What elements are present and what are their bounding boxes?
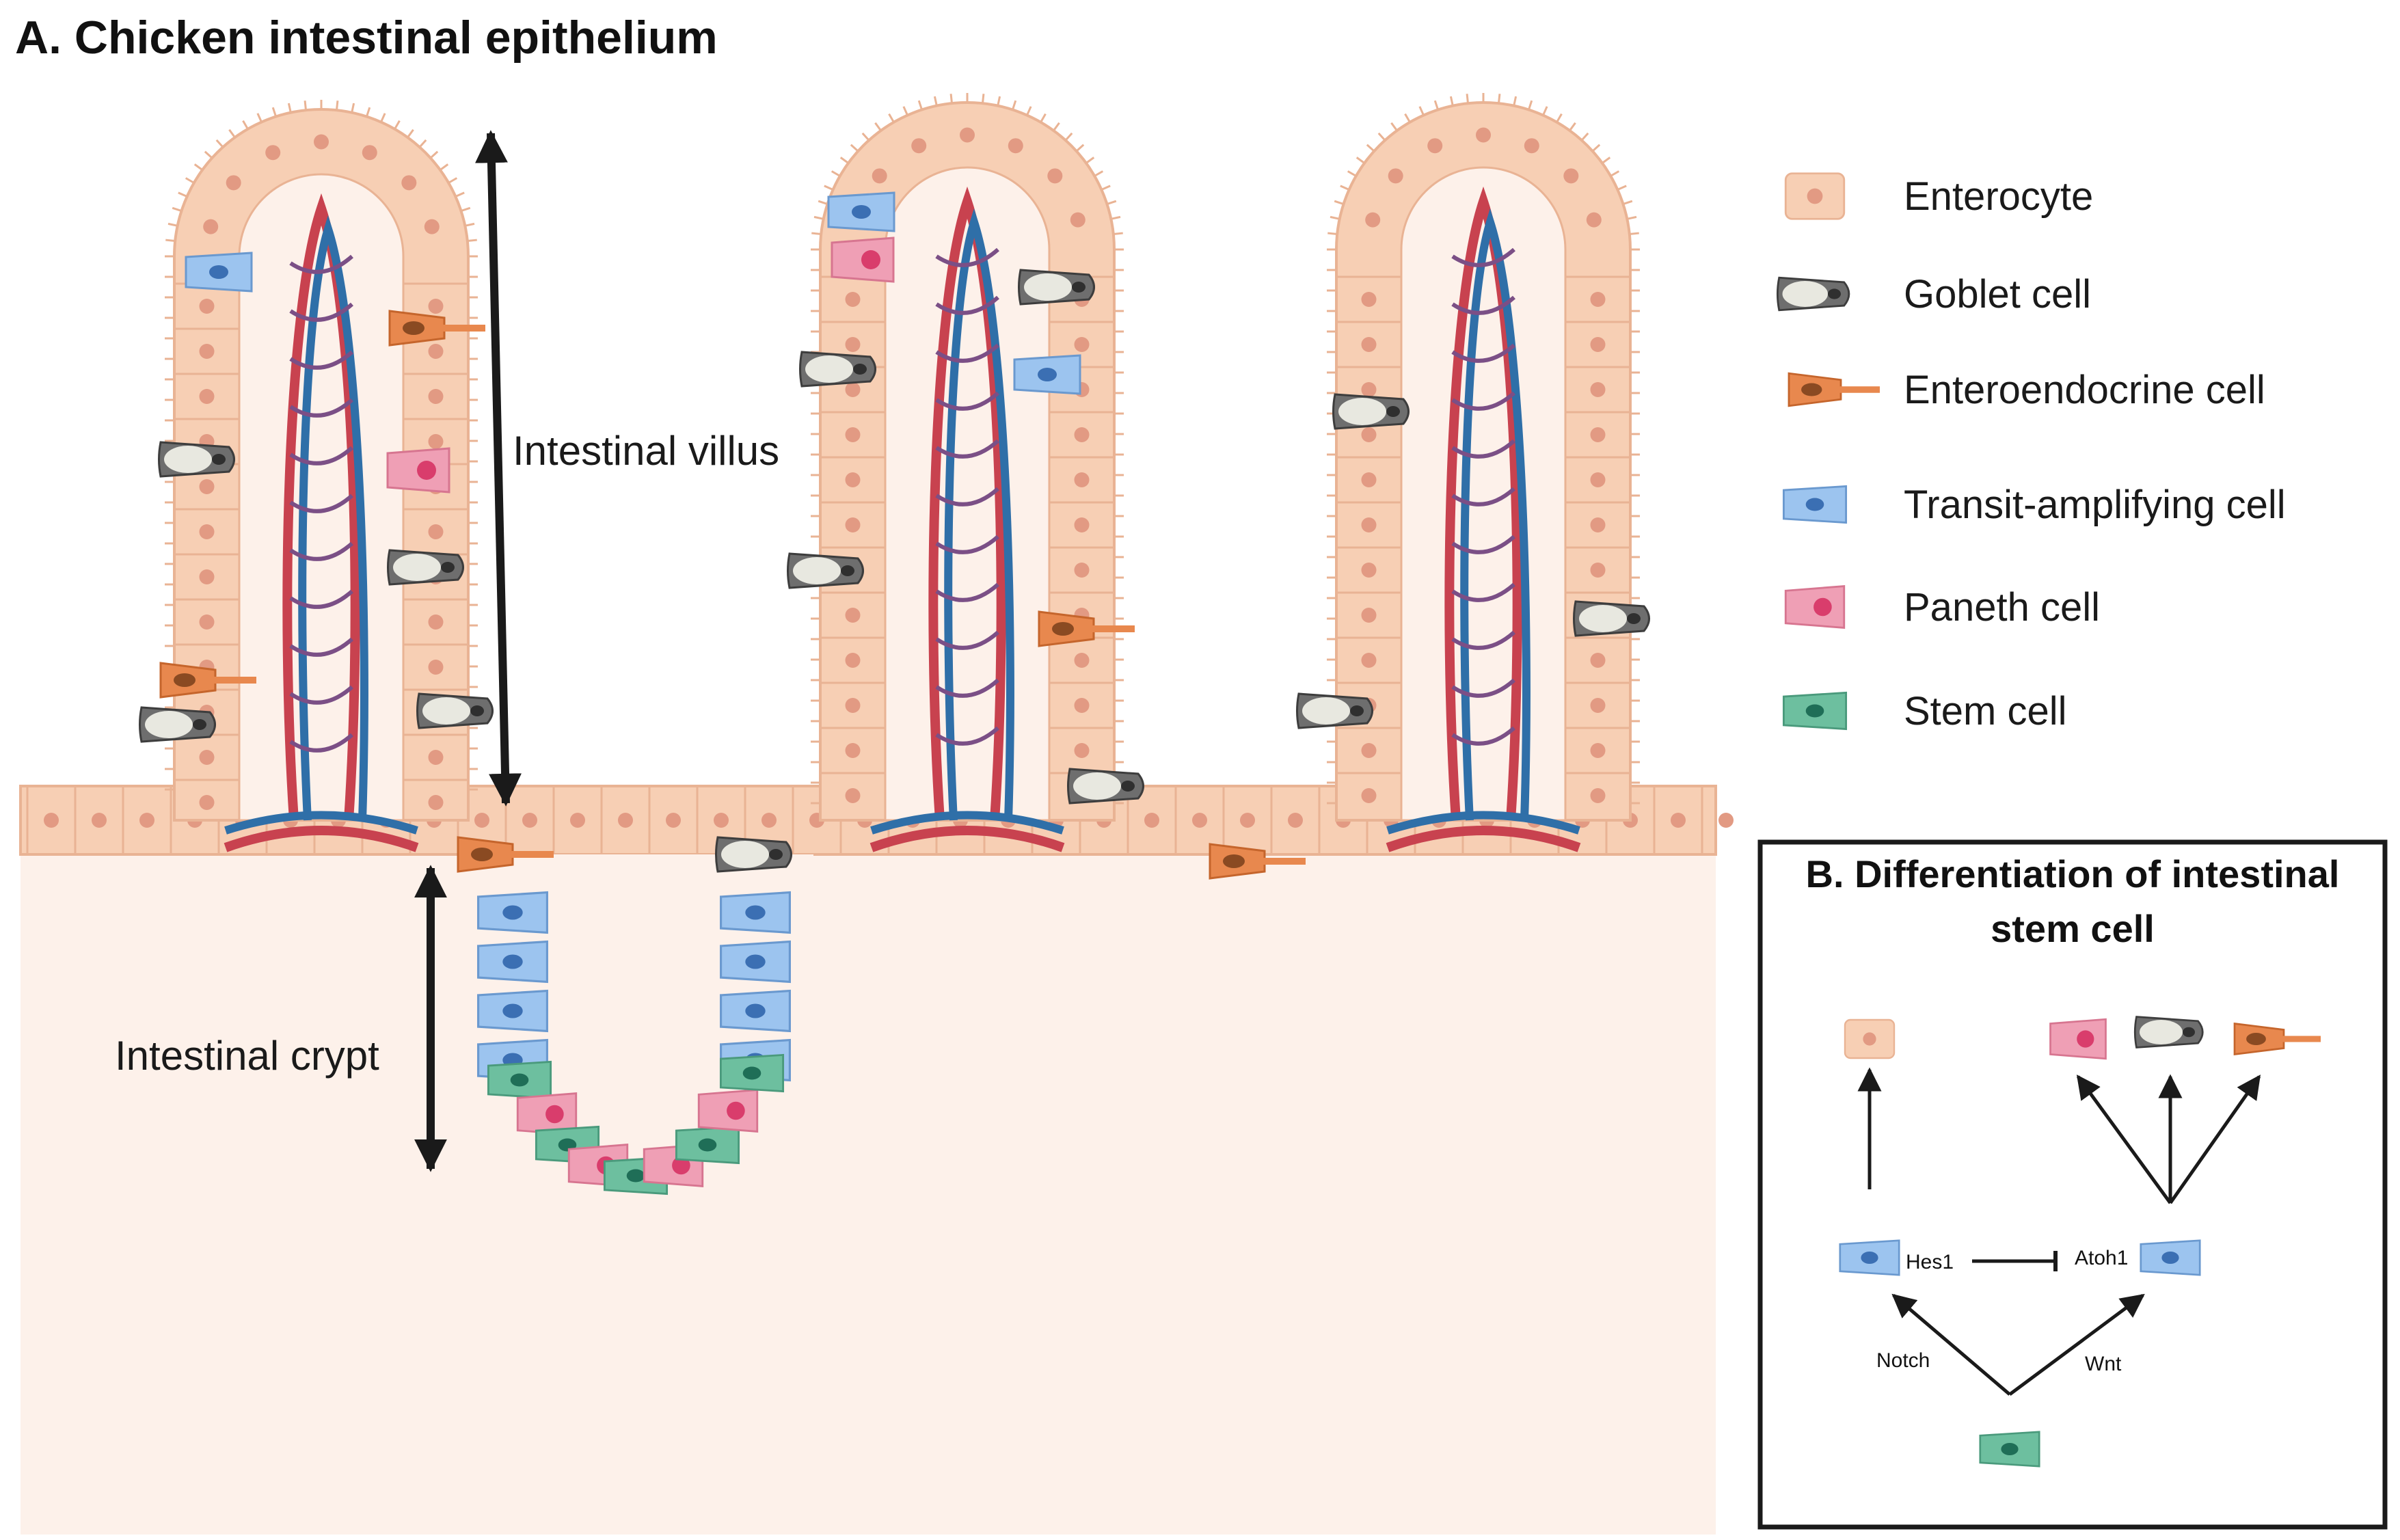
paneth-cell-icon (1784, 585, 1846, 629)
villus-enteroendocrine-cell (159, 662, 256, 699)
transit-amplifying-cell-icon (1782, 485, 1848, 524)
panel-b-enterocyte-icon (1844, 1018, 1896, 1059)
villus-goblet-cell (1573, 600, 1650, 637)
panel-a-title: A. Chicken intestinal epithelium (15, 12, 718, 64)
crypt-transit-cell (477, 989, 548, 1033)
arrow-to-paneth (2076, 1075, 2172, 1204)
legend-item: Stem cell (1782, 689, 2067, 733)
villus-paneth-cell (831, 237, 895, 283)
villus-height-arrow (474, 130, 522, 807)
villus-goblet-cell (416, 692, 494, 729)
stem-cell-icon (1782, 691, 1848, 731)
notch-label: Notch (1876, 1349, 1930, 1372)
legend-label: Enteroendocrine cell (1904, 368, 2265, 412)
villus-goblet-cell (799, 351, 876, 388)
crypt-transit-cell (720, 940, 791, 984)
villus-goblet-cell (1018, 269, 1095, 306)
crypt-stem-cell (487, 1060, 552, 1100)
villus-goblet-cell (715, 836, 792, 873)
hes1-label: Hes1 (1906, 1251, 1954, 1273)
panel-b-stem-cell-icon (1979, 1431, 2040, 1468)
crypt-transit-cell (720, 891, 791, 934)
crypt-cells (477, 891, 791, 1195)
panel-b-frame (1757, 839, 2388, 1530)
panel-b: B. Differentiation of intestinal stem ce… (1757, 839, 2388, 1530)
legend-item: Enterocyte (1784, 172, 2093, 220)
villus-enteroendocrine-cell (1209, 843, 1306, 880)
legend-label: Goblet cell (1904, 272, 2091, 316)
crypt-stem-cell (719, 1053, 785, 1093)
villus-paneth-cell (386, 447, 450, 494)
arrow-to-enteroendocrine (2168, 1075, 2261, 1204)
legend-label: Stem cell (1904, 689, 2067, 733)
villus-vessels (224, 186, 1581, 852)
crypt-transit-cell (477, 891, 548, 934)
legend-label: Enterocyte (1904, 174, 2093, 219)
villus-goblet-cell (139, 706, 216, 743)
crypt-transit-cell (720, 989, 791, 1033)
villus-goblet-cell (787, 552, 864, 589)
villus-enteroendocrine-cell (388, 310, 485, 347)
villus-transit-cell (1013, 354, 1081, 395)
legend-item: Transit-amplifying cell (1782, 483, 2286, 527)
villus-goblet-cell (158, 441, 235, 478)
villus-special-cells (139, 191, 1650, 880)
panel-b-title-line2: stem cell (1991, 907, 2155, 950)
enteroendocrine-cell-icon (1788, 372, 1880, 407)
panel-b-goblet-icon (2133, 1016, 2204, 1049)
legend-item: Paneth cell (1784, 585, 2100, 630)
lamina-propria-tissue (21, 848, 1716, 1535)
panel-b-transit-cell-atoh1-icon (2140, 1239, 2201, 1276)
villus-goblet-cell (1332, 393, 1410, 430)
atoh1-label: Atoh1 (2075, 1247, 2128, 1269)
panel-b-enteroendocrine-icon (2233, 1022, 2321, 1056)
villus-transit-cell (827, 191, 895, 232)
crypt-label: Intestinal crypt (115, 1033, 379, 1079)
villus-goblet-cell (1296, 692, 1373, 729)
villus-transit-cell (185, 252, 253, 293)
villus-goblet-cell (1067, 768, 1144, 805)
panel-b-transit-cell-hes1-icon (1839, 1239, 1900, 1276)
legend-label: Paneth cell (1904, 585, 2100, 630)
crypt-paneth-cell (697, 1089, 759, 1133)
enterocyte-icon (1784, 172, 1846, 220)
legend-item: Goblet cell (1776, 272, 2091, 316)
villus-enteroendocrine-cell (457, 836, 554, 873)
crypt-stem-cell (675, 1125, 740, 1165)
wnt-arrow (2008, 1293, 2145, 1396)
villus-goblet-cell (387, 549, 464, 586)
panel-b-paneth-icon (2049, 1018, 2107, 1060)
goblet-cell-icon (1776, 276, 1850, 312)
villus-label: Intestinal villus (513, 428, 779, 474)
legend-label: Transit-amplifying cell (1904, 483, 2286, 527)
panel-b-title-line1: B. Differentiation of intestinal (1806, 852, 2340, 895)
villus-enteroendocrine-cell (1038, 610, 1135, 647)
wnt-label: Wnt (2085, 1353, 2122, 1375)
crypt-transit-cell (477, 940, 548, 984)
notch-arrow (1891, 1293, 2011, 1396)
legend-item: Enteroendocrine cell (1788, 368, 2265, 412)
